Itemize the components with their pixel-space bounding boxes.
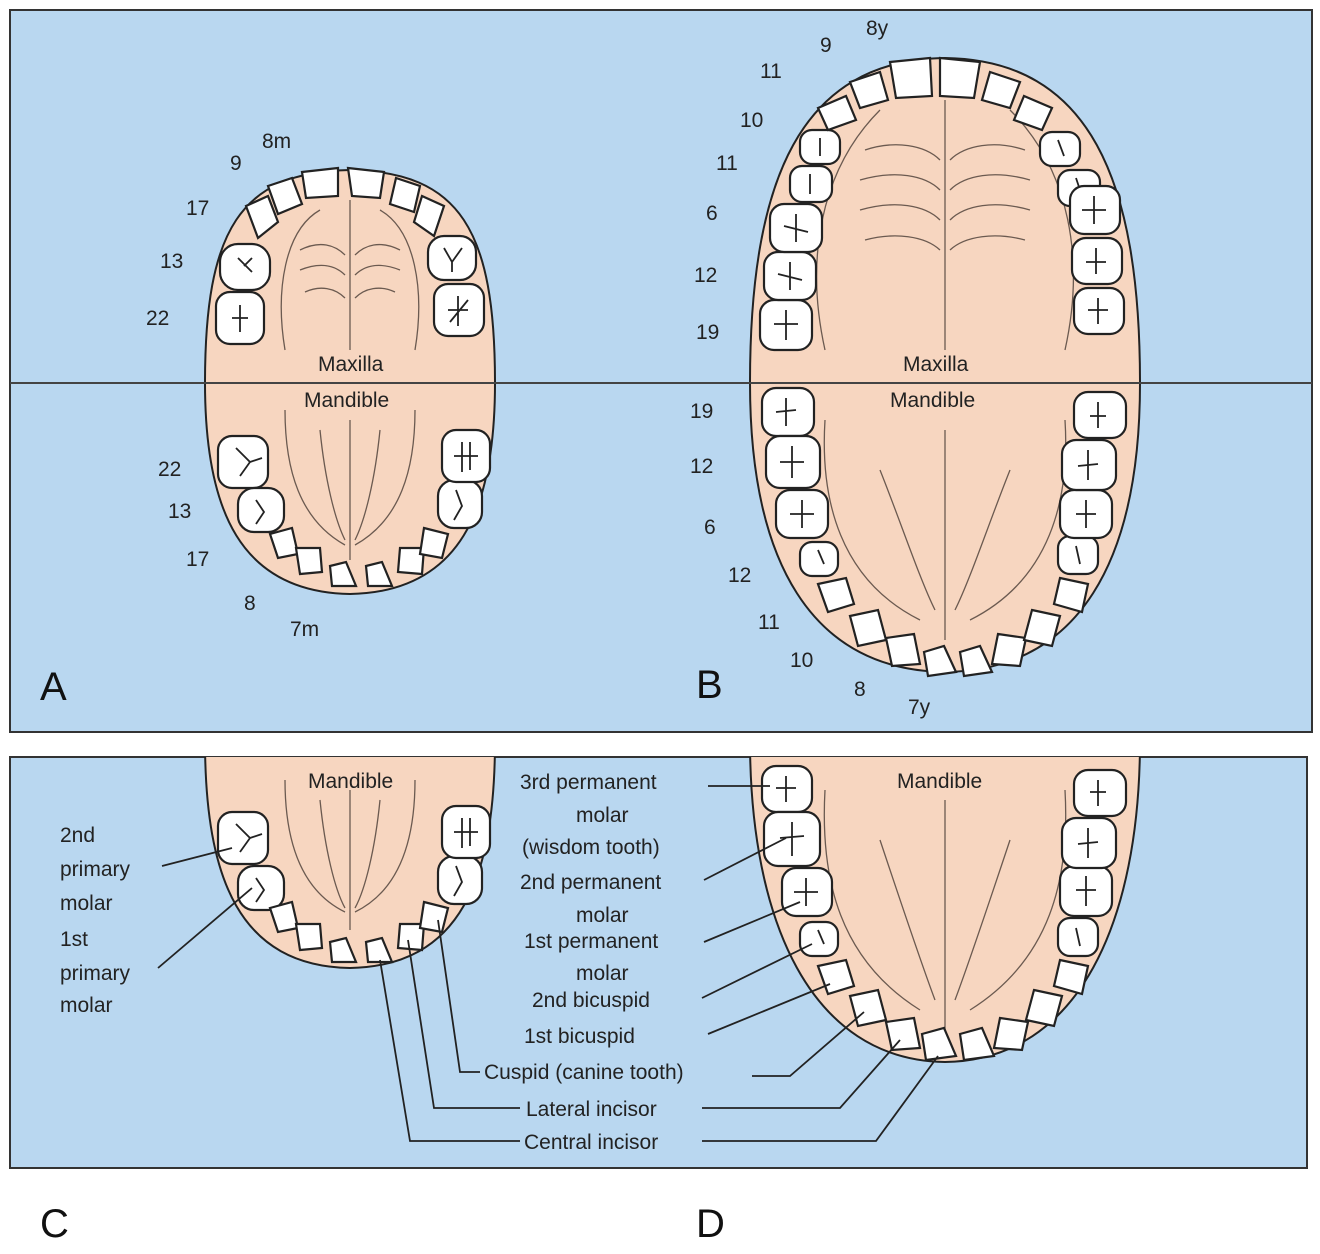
leader-first-primary-molar: [157, 887, 253, 969]
label-second-molar-line1: 2nd permanent: [520, 871, 661, 894]
leader-second-molar: [703, 837, 787, 881]
panel-a-eruption-ages: 8m 9 17 13 22 22 13 17 8 7m: [146, 130, 319, 641]
eruption-age: 9: [820, 34, 832, 57]
arch-a: [203, 166, 497, 596]
eruption-age: 22: [146, 307, 169, 330]
eruption-age: 12: [728, 564, 751, 587]
label-third-molar-line3: (wisdom tooth): [522, 836, 660, 859]
leader-second-bicuspid: [701, 943, 813, 999]
leader-second-primary-molar: [161, 847, 233, 867]
eruption-age: 12: [694, 264, 717, 287]
mandible-label-c: Mandible: [308, 770, 393, 793]
leader-central-incisor-d: [702, 1055, 939, 1142]
label-cuspid: Cuspid (canine tooth): [484, 1061, 684, 1084]
eruption-age: 6: [706, 202, 718, 225]
arch-b: [748, 56, 1142, 678]
mandible-label-b: Mandible: [890, 389, 975, 412]
eruption-age: 9: [230, 152, 242, 175]
eruption-age: 13: [160, 250, 183, 273]
panel-b-eruption-ages: 8y 9 11 10 11 6 12 19 19 12 6 12 11 10 8…: [690, 17, 931, 719]
eruption-age: 17: [186, 197, 209, 220]
arch-a-lower-teeth: [216, 428, 492, 588]
label-lateral-incisor: Lateral incisor: [526, 1098, 657, 1121]
panel-c-labels: 2nd primary molar 1st primary molar: [60, 824, 253, 1017]
label-third-molar-line2: molar: [576, 804, 629, 827]
arch-b-upper-teeth: [758, 56, 1126, 352]
label-second-bicuspid: 2nd bicuspid: [532, 989, 650, 1012]
eruption-age: 10: [790, 649, 813, 672]
eruption-age: 19: [690, 400, 713, 423]
eruption-age: 12: [690, 455, 713, 478]
label-second-primary-molar-line2: primary: [60, 858, 131, 881]
leader-cuspid-d: [752, 1011, 865, 1077]
arch-d: [749, 757, 1141, 1064]
maxilla-label-b: Maxilla: [903, 353, 969, 376]
leader-central-incisor-c: [379, 959, 520, 1142]
arch-b-lower-teeth: [760, 386, 1128, 678]
mandible-label-d: Mandible: [897, 770, 982, 793]
leader-lateral-incisor-d: [702, 1039, 901, 1109]
eruption-age: 8: [854, 678, 866, 701]
panel-letter-a: A: [40, 665, 67, 709]
eruption-age: 8: [244, 592, 256, 615]
label-second-molar-line2: molar: [576, 904, 629, 927]
arch-a-upper-teeth: [214, 166, 486, 346]
eruption-age: 7m: [290, 618, 319, 641]
arch-c: [204, 757, 496, 970]
leader-lateral-incisor-c: [407, 939, 520, 1109]
label-central-incisor: Central incisor: [524, 1131, 658, 1154]
eruption-age: 10: [740, 109, 763, 132]
panel-letter-d: D: [696, 1202, 725, 1246]
leader-first-bicuspid: [707, 983, 831, 1035]
eruption-age: 17: [186, 548, 209, 571]
label-first-primary-molar-line3: molar: [60, 994, 113, 1017]
label-first-bicuspid: 1st bicuspid: [524, 1025, 635, 1048]
panel-letter-c: C: [40, 1202, 69, 1246]
panel-d-labels: 3rd permanent molar (wisdom tooth) 2nd p…: [379, 771, 939, 1154]
label-first-primary-molar-line2: primary: [60, 962, 131, 985]
eruption-age: 13: [168, 500, 191, 523]
eruption-age: 22: [158, 458, 181, 481]
panel-letter-b: B: [696, 663, 723, 707]
eruption-age: 8y: [866, 17, 889, 40]
label-first-molar-line1: 1st permanent: [524, 930, 658, 953]
label-first-primary-molar-line1: 1st: [60, 928, 88, 951]
eruption-age: 8m: [262, 130, 291, 153]
eruption-age: 11: [716, 152, 738, 175]
eruption-age: 11: [760, 60, 782, 83]
label-third-molar-line1: 3rd permanent: [520, 771, 657, 794]
leader-first-molar: [703, 901, 801, 943]
label-second-primary-molar-line1: 2nd: [60, 824, 95, 847]
label-first-molar-line2: molar: [576, 962, 629, 985]
eruption-age: 7y: [908, 696, 931, 719]
label-second-primary-molar-line3: molar: [60, 892, 113, 915]
arches-c-d: [204, 757, 1141, 1064]
mandible-label-a: Mandible: [304, 389, 389, 412]
eruption-age: 19: [696, 321, 719, 344]
eruption-age: 6: [704, 516, 716, 539]
leader-cuspid-c: [437, 919, 480, 1073]
eruption-age: 11: [758, 611, 780, 634]
maxilla-label-a: Maxilla: [318, 353, 384, 376]
